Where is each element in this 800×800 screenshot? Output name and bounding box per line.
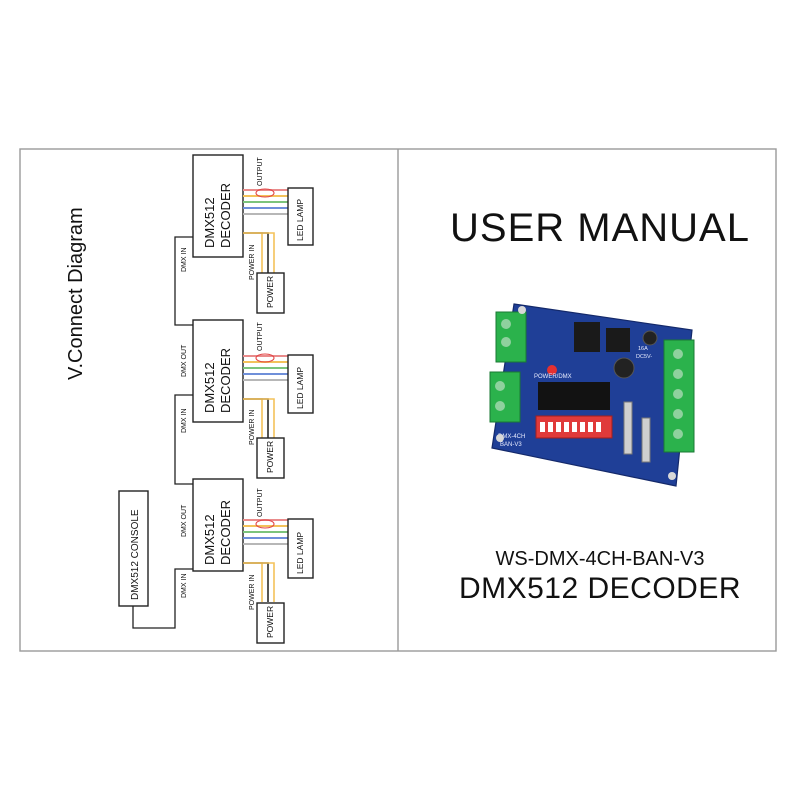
output-label: OUTPUT	[257, 157, 264, 187]
terminal-screw	[501, 337, 511, 347]
decoder-label-line2: DECODER	[218, 500, 233, 565]
led-lamp-label: LED LAMP	[295, 199, 305, 241]
pcb-silk-label: 16A	[638, 346, 648, 352]
pcb-silk-label: POWER/DMX	[534, 374, 572, 380]
decoder-label-line2: DECODER	[218, 183, 233, 248]
dmx-console-box	[118, 490, 149, 607]
terminal-screw	[673, 389, 683, 399]
pcb-silk-label: DC5V-	[636, 354, 652, 360]
manual-title: USER MANUAL	[450, 206, 750, 250]
decoder-box	[192, 319, 244, 423]
capacitor	[642, 330, 658, 346]
dmx-chain-wiring	[132, 236, 193, 629]
output-label: OUTPUT	[257, 322, 264, 352]
status-led	[547, 365, 557, 375]
power-box	[256, 602, 285, 644]
power-box	[256, 437, 285, 479]
power-label: POWER	[265, 606, 275, 638]
power-label: POWER	[265, 276, 275, 308]
wire-tie	[255, 353, 275, 363]
power-in-label: POWER IN	[249, 410, 256, 445]
resistor-array	[641, 417, 651, 463]
terminal-screw	[673, 429, 683, 439]
dmx-in-label: DMX IN	[181, 409, 188, 434]
output-wires	[243, 519, 288, 602]
terminal-screw	[495, 401, 505, 411]
power-wire	[243, 562, 275, 602]
power-label: POWER	[265, 441, 275, 473]
decoder-group-3: DMX512 DECODER OUTPUT LED LAMP POWER POW…	[192, 478, 314, 644]
decoder-label-line1: DMX512	[202, 514, 217, 565]
decoder-group-2: DMX512 DECODER OUTPUT LED LAMP POWER POW…	[192, 319, 314, 479]
decoder-board-photo: DMX-4CH BAN-V3 POWER/DMX DC5V- 16A	[489, 303, 695, 487]
terminal-screw	[673, 349, 683, 359]
wire-tie	[255, 519, 275, 529]
led-lamp-label: LED LAMP	[295, 367, 305, 409]
wire-tie	[255, 188, 275, 198]
pcb-silk-label: BAN-V3	[500, 442, 522, 448]
terminal-screw	[501, 319, 511, 329]
power-in-label: POWER IN	[249, 575, 256, 610]
terminal-screw	[495, 381, 505, 391]
led-lamp-box	[287, 518, 314, 579]
dmx-console-label: DMX512 CONSOLE	[130, 509, 141, 600]
capacitor	[613, 357, 635, 379]
led-lamp-box	[287, 354, 314, 414]
product-name: DMX512 DECODER	[458, 572, 742, 605]
terminal-block	[489, 371, 521, 423]
power-box	[256, 272, 285, 314]
diagram-title: V.Connect Diagram	[65, 207, 87, 380]
led-lamp-label: LED LAMP	[295, 532, 305, 574]
ic-chip	[606, 328, 630, 352]
mounting-hole	[518, 306, 526, 314]
decoder-label-line1: DMX512	[202, 197, 217, 248]
decoder-label-line2: DECODER	[218, 348, 233, 413]
dmx-in-label: DMX IN	[181, 574, 188, 599]
dmx-in-label: DMX IN	[181, 248, 188, 273]
dmx-out-label: DMX OUT	[181, 344, 188, 377]
decoder-group-1: DMX512 DECODER OUTPUT LED LAMP POWER POW…	[192, 154, 314, 314]
dip-switch-toggles	[540, 422, 601, 432]
mounting-hole	[668, 472, 676, 480]
led-lamp-box	[287, 187, 314, 246]
decoder-label-line1: DMX512	[202, 362, 217, 413]
output-wires	[243, 189, 288, 273]
dmx-out-label: DMX OUT	[181, 504, 188, 537]
model-number: WS-DMX-4CH-BAN-V3	[495, 548, 705, 570]
output-label: OUTPUT	[257, 488, 264, 518]
power-wire	[243, 398, 275, 438]
microcontroller-chip	[538, 382, 610, 410]
power-wire	[243, 232, 275, 273]
decoder-box	[192, 154, 244, 258]
decoder-box	[192, 478, 244, 572]
terminal-screw	[673, 409, 683, 419]
terminal-block	[495, 311, 527, 363]
pcb-silk-label: DMX-4CH	[498, 434, 525, 440]
mounting-hole	[496, 434, 504, 442]
resistor-array	[623, 401, 633, 455]
ic-chip	[574, 322, 600, 352]
power-in-label: POWER IN	[249, 245, 256, 280]
terminal-screw	[673, 369, 683, 379]
